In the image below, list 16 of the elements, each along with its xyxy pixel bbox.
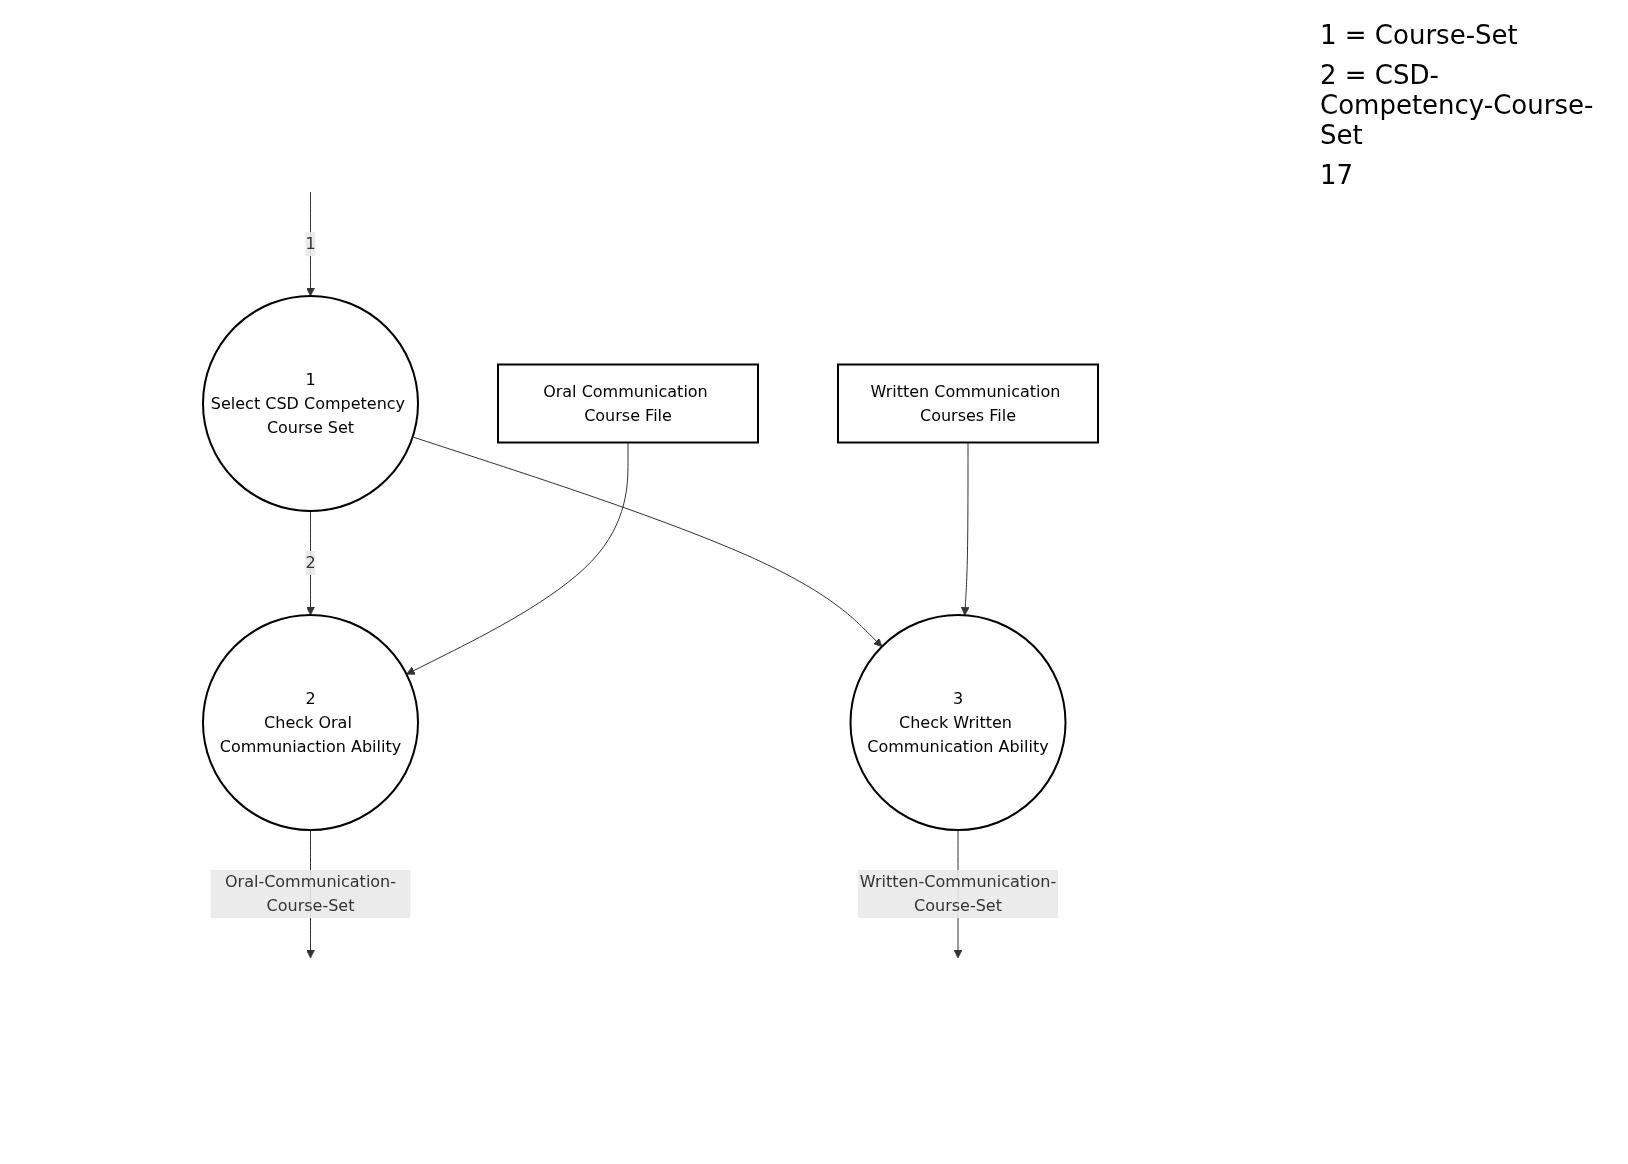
edge-label: Oral-Communication-Course-Set xyxy=(224,872,396,915)
note-text: 1 = Course-Set xyxy=(1320,20,1519,50)
edge-label: Written-Communication-Course-Set xyxy=(859,872,1056,915)
note-text: 17 xyxy=(1320,160,1355,190)
node-box: Oral Communication Course File xyxy=(496,363,759,444)
node-circle: 2 Check Oral Communiaction Ability xyxy=(201,614,419,831)
edge-label: 2 xyxy=(304,553,316,572)
note-text: 2 = CSD-Competency-Course-Set xyxy=(1320,60,1595,150)
node-circle: 1 Select CSD Competency Course Set xyxy=(201,295,419,512)
arrow xyxy=(411,436,882,647)
arrow xyxy=(960,442,970,616)
edge-label: 1 xyxy=(304,234,316,253)
node-circle: 3 Check Written Communication Ability xyxy=(849,614,1066,831)
arrow xyxy=(305,510,315,616)
arrow xyxy=(405,442,628,675)
node-box: Written Communication Courses File xyxy=(836,363,1099,444)
